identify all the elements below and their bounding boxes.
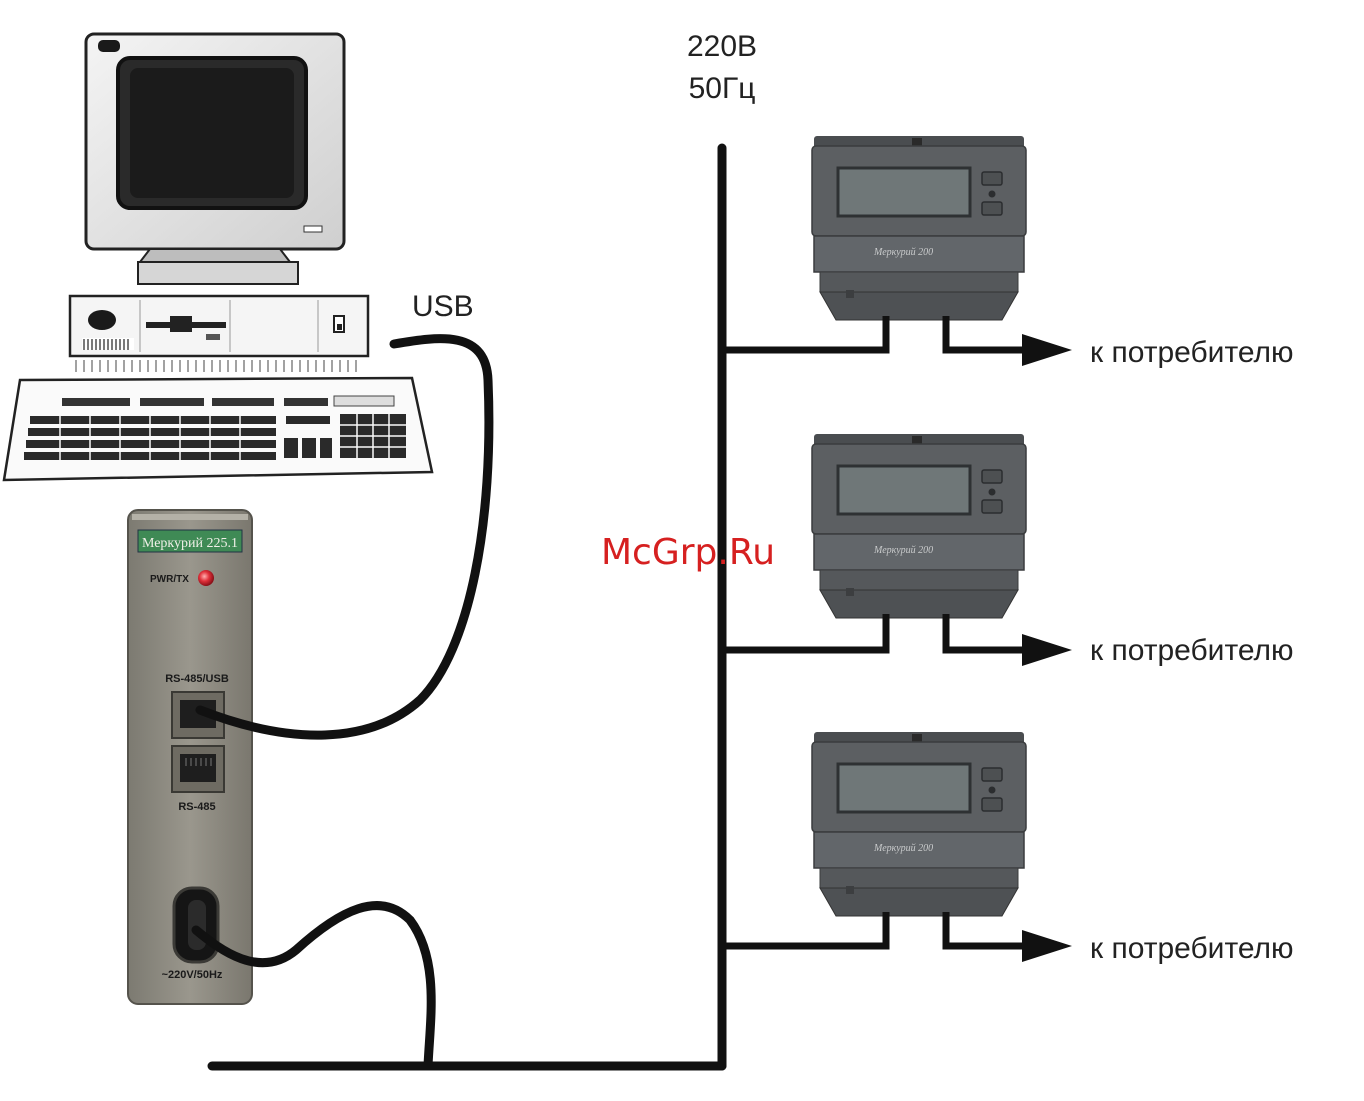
usb-label: USB: [412, 290, 474, 323]
frequency-label: 50Гц: [689, 72, 756, 105]
adapter-mercury-225: Меркурий 225.1 PWR/TX RS-485/USB RS-485 …: [128, 510, 252, 1004]
arrow-right-icon: [1022, 334, 1072, 366]
port2-label: RS-485: [178, 801, 215, 813]
meter-3-wiring: [722, 912, 1030, 946]
adapter-name: Меркурий 225.1: [142, 536, 238, 551]
voltage-label: 220В: [687, 30, 757, 63]
arrow-right-icon: [1022, 930, 1072, 962]
meter-brand: Меркурий 200: [873, 843, 933, 854]
meter-brand: Меркурий 200: [873, 247, 933, 258]
pwr-led-icon: [198, 570, 214, 586]
power-label: ~220V/50Hz: [162, 969, 223, 981]
meter-brand: Меркурий 200: [873, 545, 933, 556]
watermark: McGrp.Ru: [601, 532, 775, 573]
port1-label: RS-485/USB: [165, 673, 229, 685]
consumer-label-3: к потребителю: [1090, 932, 1294, 965]
keyboard: [4, 378, 432, 480]
system-unit: [70, 296, 368, 372]
meter-2: Меркурий 200: [812, 434, 1026, 618]
computer: [4, 34, 432, 480]
meter-1: Меркурий 200: [812, 136, 1026, 320]
meter-1-wiring: [722, 316, 1030, 350]
consumer-label-1: к потребителю: [1090, 336, 1294, 369]
led-label: PWR/TX: [150, 574, 189, 585]
arrow-right-icon: [1022, 634, 1072, 666]
consumer-label-2: к потребителю: [1090, 634, 1294, 667]
meter-3: Меркурий 200: [812, 732, 1026, 916]
monitor: [86, 34, 344, 284]
meter-2-wiring: [722, 614, 1030, 650]
